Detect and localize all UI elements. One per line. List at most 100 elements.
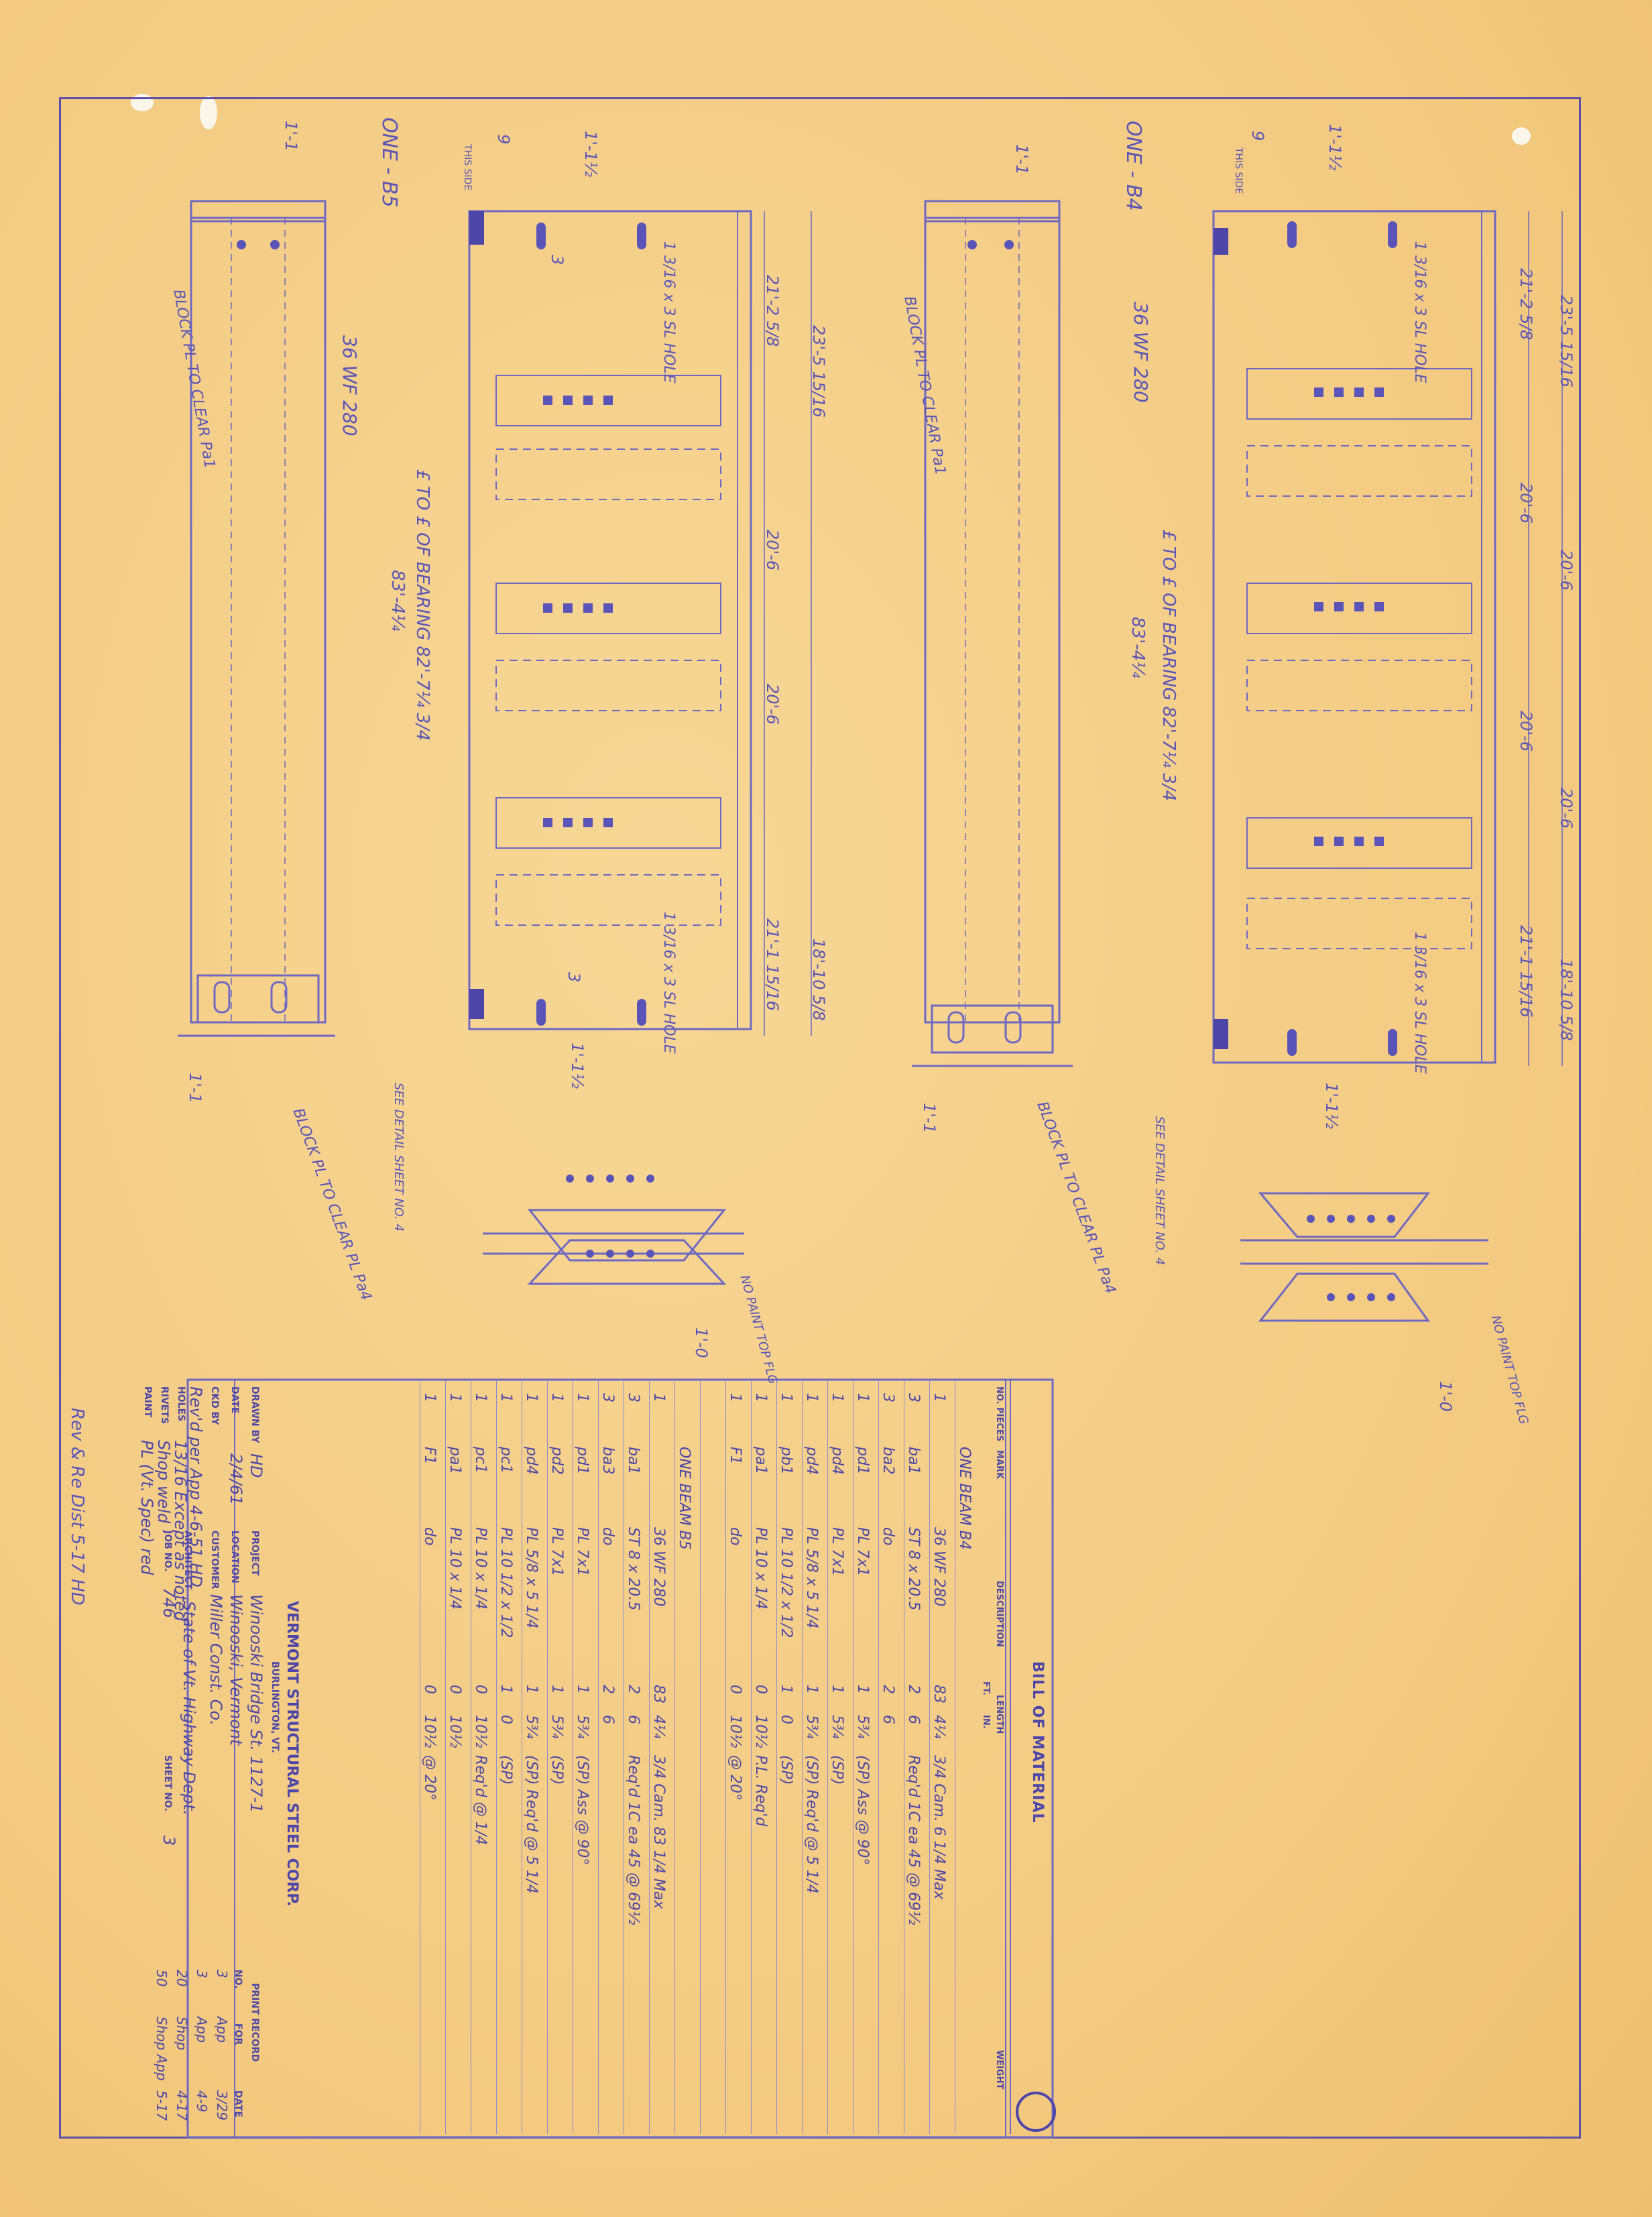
bom-cell-no: 1 [497,1393,514,1402]
dim-label: 1'-1½ [568,1042,587,1089]
bom-cell-mark: pd1 [574,1447,591,1475]
punch-hole [200,96,217,129]
bom-cell-mark: pd1 [854,1447,871,1475]
bom-cell-description: PL 10 1/2 x 1/2 [497,1527,514,1638]
dim-b5-span: 20'-6 [763,684,782,725]
bom-cell-description: PL 10 x 1/4 [472,1527,489,1610]
dim-label: 1'-0 [1436,1381,1455,1412]
print-record-pr-date: 5-17 [154,2090,170,2121]
bom-cell-note: Req'd 1C ea 45 @ 69½ [625,1755,642,1925]
bom-cell-mark: pb1 [778,1447,794,1475]
dim-label: 1'-0 [692,1327,711,1358]
bom-cell-in: 6 [880,1715,896,1724]
label-holes: HOLES [176,1386,186,1422]
dim-label: 1'-1½ [581,131,600,178]
bom-cell-note: Req'd @ 1/4 [472,1755,489,1846]
bom-cell-description: PL 7x1 [548,1527,565,1577]
label-pr-no: NO. [233,1970,243,1989]
bom-cell-note: @ 20° [421,1755,438,1801]
bom-cell-description: ST 8 x 20.5 [905,1527,922,1611]
b4-overall-length: 83'-4¼ [1128,617,1148,678]
print-record-pr-date: 4-9 [194,2090,210,2112]
bom-cell-ft: 2 [905,1685,922,1694]
bom-cell-ft: 1 [803,1685,820,1694]
bom-cell-note: (SP) [778,1755,794,1785]
sl-hole-note: 1 3/16 x 3 SL HOLE [660,241,677,383]
dim-b5-end: 18'-10 5/8 [809,939,828,1021]
bom-cell-note: (SP) Req'd @ 5 1/4 [523,1755,540,1894]
bom-cell-in: 4¼ [931,1715,947,1739]
revision-note: Rev & Re Dist 5-17 HD [67,1408,87,1606]
bom-cell-ft: 0 [727,1685,744,1694]
bom-cell-ft: 1 [523,1685,540,1694]
this-side-note: THIS SIDE [1233,147,1244,194]
dim-b4-span: 20'-6 [1557,788,1576,829]
punch-hole [131,94,154,111]
bom-cell-no: 1 [778,1393,794,1402]
bom-cell-mark: ba1 [905,1447,922,1475]
dim-b4-bottom: 21'-1 15/16 [1517,925,1535,1018]
bom-cell-ft: 1 [829,1685,845,1694]
sl-hole-note: 1 3/16 x 3 SL HOLE [1411,241,1428,383]
value-job-no: 746 [160,1587,178,1618]
bom-cell-no: 3 [599,1393,616,1402]
dim-b4-span: 20'-6 [1517,711,1535,752]
col-in: IN. [981,1715,991,1729]
bom-cell-ft: 1 [497,1685,514,1694]
bom-cell-description: do [880,1527,896,1546]
label-paint: PAINT [142,1386,153,1418]
col-weight: WEIGHT [994,2050,1004,2090]
bom-cell-note: Req'd 1C ea 45 @ 69½ [905,1755,922,1925]
bom-cell-description: PL 10 1/2 x 1/2 [778,1527,794,1638]
bom-cell-no: 1 [523,1393,540,1402]
b5-overall-length: 83'-4¼ [388,570,408,632]
bom-row [700,1380,719,2134]
bom-cell-description: 36 WF 280 [650,1527,667,1607]
dim-label: 1'-1 [1012,144,1031,175]
bom-cell-note: (SP) Req'd @ 5 1/4 [803,1755,820,1894]
print-record-pr-no: 3 [214,1970,230,1978]
bom-cell-note: @ 20° [727,1755,744,1801]
bom-cell-in: 5¾ [803,1715,820,1739]
dim-b4-span: 20'-6 [1517,483,1535,524]
label-ckd-by: CKD BY [209,1386,220,1425]
print-record-pr-for: Shop App [154,2017,170,2081]
bom-cell-in: 10½ [421,1715,438,1748]
bom-cell-in: 6 [599,1715,616,1724]
bom-cell-description: do [727,1527,744,1546]
bom-cell-description: do [421,1527,438,1546]
value-architect: State of Vt. Highway Dept. [180,1601,198,1815]
bom-cell-ft: 2 [625,1685,642,1694]
print-record-pr-no: 50 [154,1970,170,1987]
dim-label: 9 [1248,131,1267,141]
bom-cell-in: 5¾ [574,1715,591,1739]
label-location: LOCATION [229,1531,240,1583]
value-project: Winooski Bridge St. 1127-1 [247,1594,266,1813]
bom-cell-ft: 0 [447,1685,463,1694]
bom-cell-in: 5¾ [829,1715,845,1739]
bom-cell-mark: pc1 [472,1447,489,1474]
bom-cell-mark: ONE BEAM B5 [676,1447,693,1550]
col-ft: FT. [981,1681,991,1695]
dim-b4-top: 21'-2 5/8 [1517,268,1535,341]
bom-cell-in: 5¾ [548,1715,565,1739]
b4-title: ONE - B4 [1122,121,1145,211]
dim-label: 1'-1 [920,1103,939,1134]
label-architect: ARCHITECT [182,1531,193,1590]
bom-cell-no: 1 [752,1393,769,1402]
value-sheet-no: 3 [160,1836,178,1846]
b5-title: ONE - B5 [377,117,401,208]
bom-cell-no: 1 [447,1393,463,1402]
bom-cell-no: 3 [905,1393,922,1402]
sl-hole-note: 1 3/16 x 3 SL HOLE [1411,932,1428,1074]
bom-cell-mark: pc1 [497,1447,514,1474]
dim-label: 9 [494,134,513,145]
